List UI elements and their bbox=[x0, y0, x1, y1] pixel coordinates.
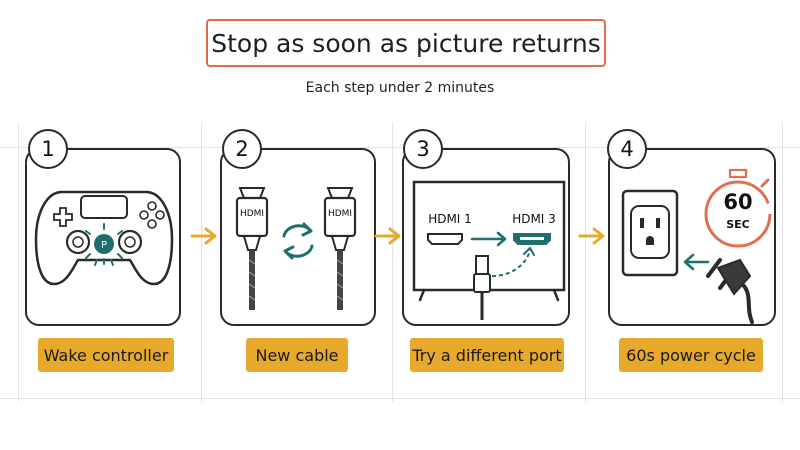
cable-label-right: HDMI bbox=[327, 209, 353, 219]
grid-line bbox=[0, 147, 800, 148]
arrow-icon bbox=[578, 227, 605, 245]
cable-label-left: HDMI bbox=[239, 209, 265, 219]
grid-line bbox=[18, 122, 19, 402]
page-title: Stop as soon as picture returns bbox=[206, 19, 606, 67]
arrow-icon bbox=[374, 227, 401, 245]
grid-line bbox=[0, 398, 800, 399]
tv-icon bbox=[412, 180, 566, 320]
arrow-icon bbox=[190, 227, 217, 245]
hdmi-cable-icon bbox=[235, 187, 269, 310]
wall-outlet-icon bbox=[621, 189, 679, 277]
step-1-label: Wake controller bbox=[38, 338, 174, 372]
swap-arrows-icon bbox=[282, 222, 314, 260]
timer-unit: SEC bbox=[726, 218, 750, 231]
step-3-number: 3 bbox=[403, 129, 443, 169]
page-subtitle: Each step under 2 minutes bbox=[305, 80, 495, 96]
power-plug-icon bbox=[706, 258, 754, 324]
hdmi-cable-icon bbox=[323, 187, 357, 310]
svg-text:P: P bbox=[101, 240, 107, 251]
grid-line bbox=[585, 122, 586, 402]
grid-line bbox=[201, 122, 202, 402]
step-3-label: Try a different port bbox=[410, 338, 564, 372]
step-1-number: 1 bbox=[28, 129, 68, 169]
step-4-label: 60s power cycle bbox=[619, 338, 763, 372]
port-label-1: HDMI 1 bbox=[428, 212, 472, 226]
step-2-label: New cable bbox=[246, 338, 348, 372]
timer-icon bbox=[704, 168, 772, 248]
grid-line bbox=[782, 122, 783, 402]
arrow-icon bbox=[683, 253, 710, 271]
step-4-number: 4 bbox=[607, 129, 647, 169]
port-label-3: HDMI 3 bbox=[512, 212, 556, 226]
step-2-number: 2 bbox=[222, 129, 262, 169]
game-controller-icon: P bbox=[34, 190, 174, 286]
grid-line bbox=[392, 122, 393, 402]
timer-value: 60 bbox=[723, 190, 753, 214]
